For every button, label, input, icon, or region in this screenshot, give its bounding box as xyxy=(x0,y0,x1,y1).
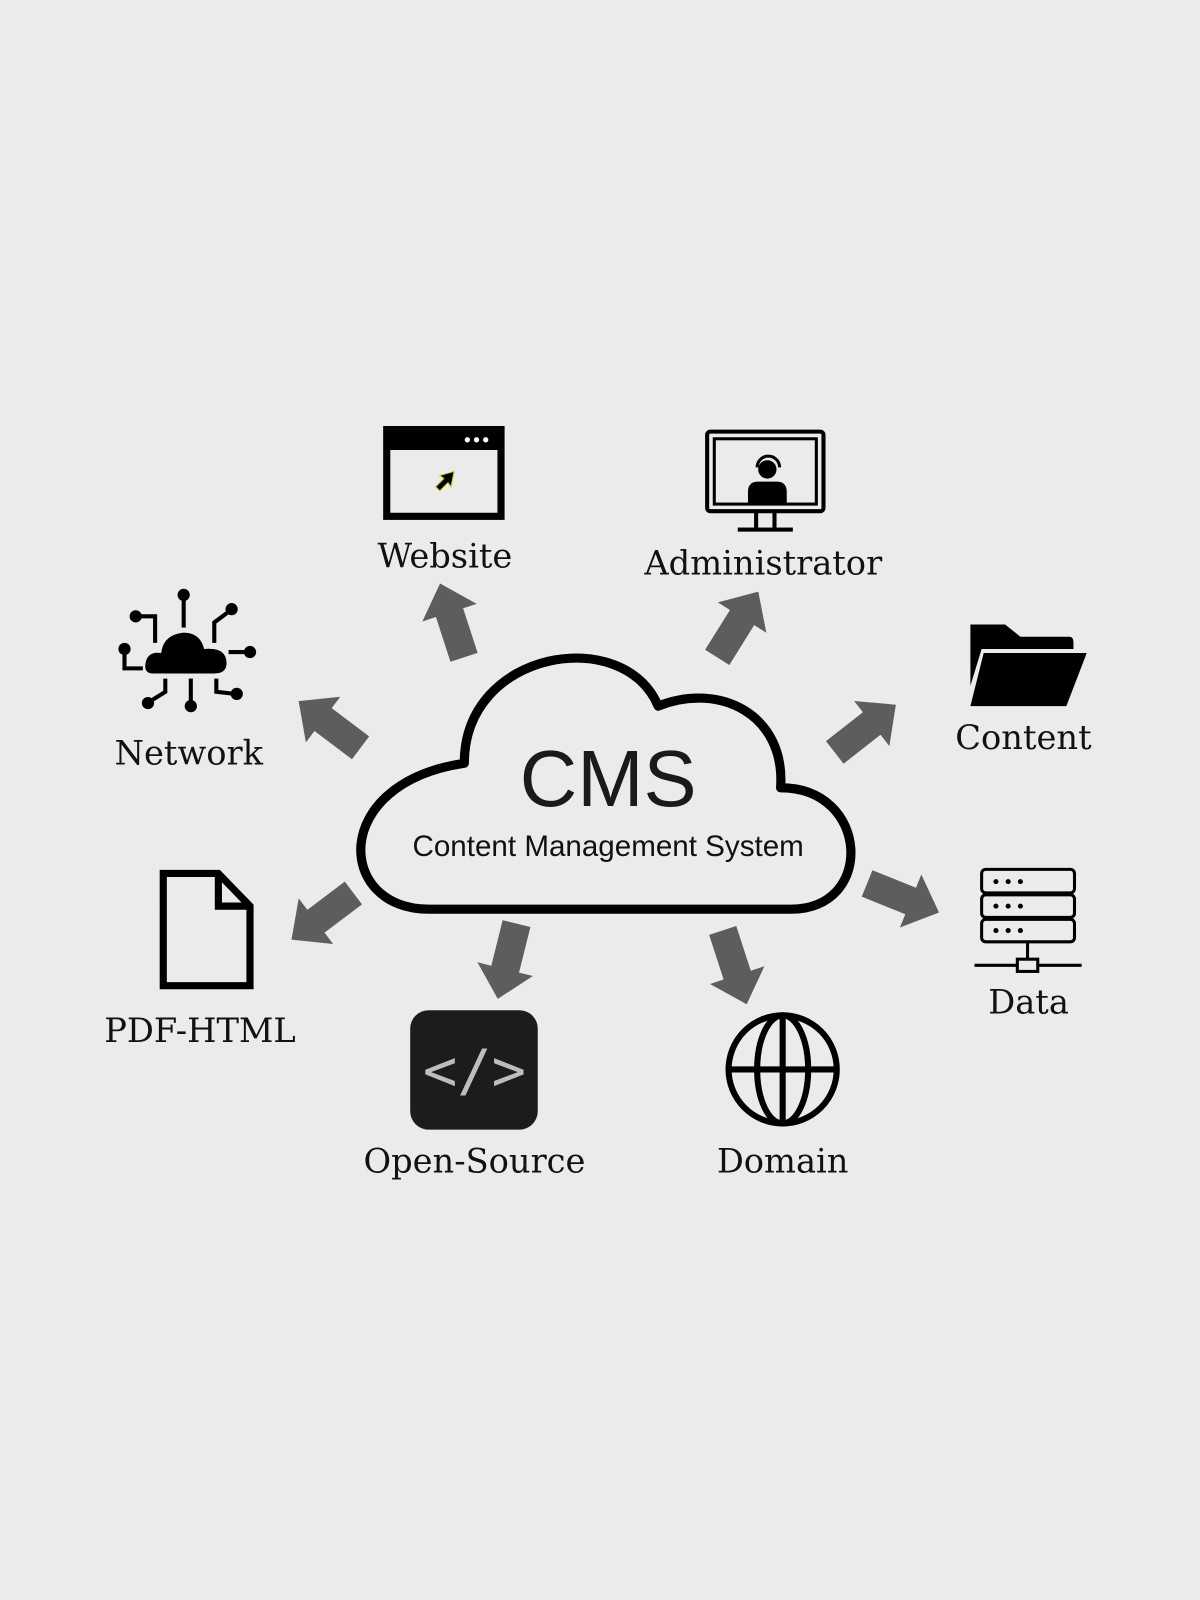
browser-window-icon xyxy=(383,426,505,520)
arrow-to-content xyxy=(817,682,914,775)
cms-cloud: CMS Content Management System xyxy=(356,653,856,914)
arrow-to-network xyxy=(281,678,378,771)
node-administrator: Administrator xyxy=(643,429,883,582)
document-icon xyxy=(159,869,254,990)
code-glyph: </> xyxy=(423,1038,526,1104)
label-data: Data xyxy=(988,982,1069,1021)
arrow-to-pdf-html xyxy=(274,870,371,963)
arrow-to-administrator xyxy=(692,576,783,673)
label-administrator: Administrator xyxy=(643,543,883,582)
label-content: Content xyxy=(955,718,1092,757)
cms-subtitle: Content Management System xyxy=(413,830,804,863)
node-network: Network xyxy=(115,588,264,772)
label-domain: Domain xyxy=(717,1141,849,1180)
label-open-source: Open-Source xyxy=(364,1141,586,1180)
arrow-to-website xyxy=(412,574,492,667)
folder-icon xyxy=(970,624,1087,707)
label-network: Network xyxy=(115,733,264,772)
globe-icon xyxy=(725,1012,840,1127)
cloud-network-icon xyxy=(118,588,257,713)
node-open-source: </> Open-Source xyxy=(364,1010,586,1180)
node-pdf-html: PDF-HTML xyxy=(104,869,296,1050)
node-domain: Domain xyxy=(717,1012,849,1180)
node-website: Website xyxy=(377,426,512,575)
label-website: Website xyxy=(377,536,512,575)
label-pdf-html: PDF-HTML xyxy=(104,1011,295,1050)
node-content: Content xyxy=(955,624,1092,757)
arrow-to-data xyxy=(856,856,950,939)
arrow-to-open-source xyxy=(470,916,545,1006)
arrow-to-domain xyxy=(695,921,774,1014)
cms-title: CMS xyxy=(520,734,697,823)
server-icon xyxy=(974,867,1082,973)
node-data: Data xyxy=(974,867,1082,1021)
code-icon: </> xyxy=(410,1010,538,1130)
monitor-admin-icon xyxy=(705,429,826,532)
